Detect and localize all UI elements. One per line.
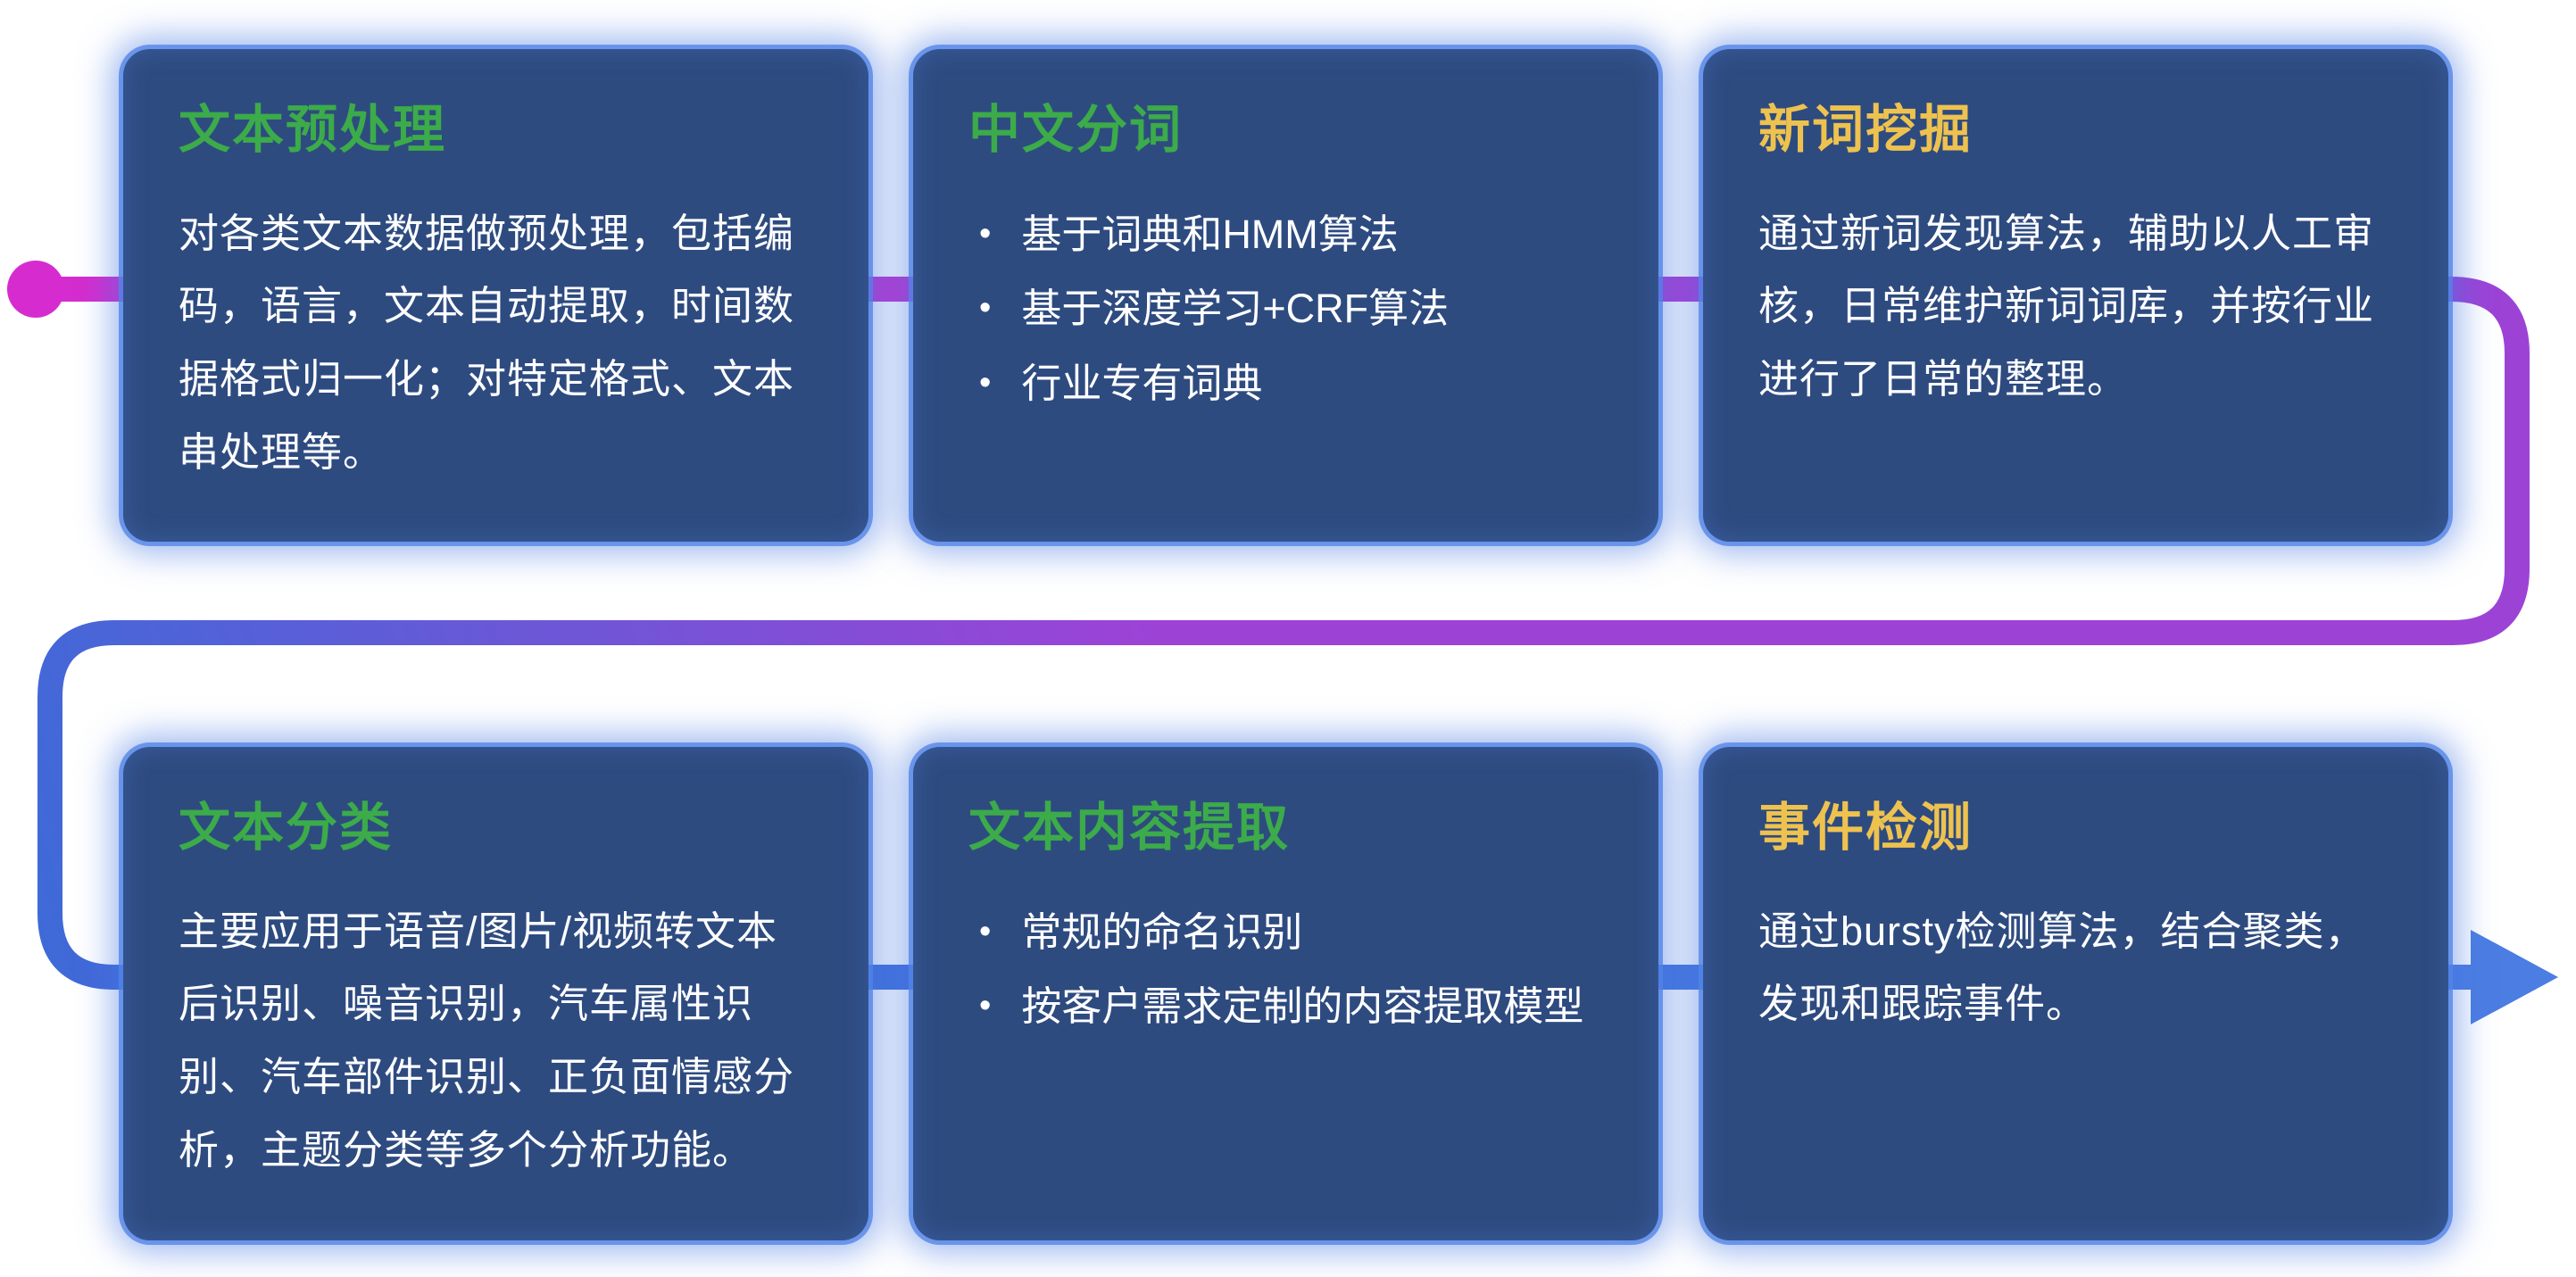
list-item: • 按客户需求定制的内容提取模型 <box>968 969 1603 1044</box>
card-title: 文本内容提取 <box>968 799 1291 857</box>
card-text-content-extraction: 文本内容提取 • 常规的命名识别 • 按客户需求定制的内容提取模型 <box>913 747 1658 1240</box>
card-text-preprocessing: 文本预处理 对各类文本数据做预处理，包括编码，语言，文本自动提取，时间数据格式归… <box>123 49 868 542</box>
card-title: 新词挖掘 <box>1758 101 1974 159</box>
list-item: • 基于词典和HMM算法 <box>968 197 1603 272</box>
card-paragraph: 主要应用于语音/图片/视频转文本后识别、噪音识别，汽车属性识别、汽车部件识别、正… <box>179 908 795 1173</box>
bullet-text: 基于词典和HMM算法 <box>1021 211 1399 257</box>
bullet-dot-icon: • <box>979 363 992 402</box>
bullet-dot-icon: • <box>979 987 992 1025</box>
list-item: • 常规的命名识别 <box>968 895 1603 970</box>
bullet-text: 常规的命名识别 <box>1021 908 1303 955</box>
card-new-word-mining: 新词挖掘 通过新词发现算法，辅助以人工审核，日常维护新词词库，并按行业进行了日常… <box>1703 49 2448 542</box>
bullet-dot-icon: • <box>979 912 992 950</box>
bullet-text: 按客户需求定制的内容提取模型 <box>1021 983 1584 1030</box>
list-item: • 基于深度学习+CRF算法 <box>968 271 1603 346</box>
card-title: 文本分类 <box>179 799 394 857</box>
card-title: 文本预处理 <box>179 101 447 159</box>
bullet-dot-icon: • <box>979 289 992 328</box>
flow-start-dot <box>7 261 64 318</box>
card-paragraph: 对各类文本数据做预处理，包括编码，语言，文本自动提取，时间数据格式归一化；对特定… <box>179 210 795 476</box>
card-event-detection: 事件检测 通过bursty检测算法，结合聚类，发现和跟踪事件。 <box>1703 747 2448 1240</box>
list-item: • 行业专有词典 <box>968 346 1603 421</box>
card-paragraph: 通过bursty检测算法，结合聚类，发现和跟踪事件。 <box>1758 908 2366 1027</box>
card-text-classification: 文本分类 主要应用于语音/图片/视频转文本后识别、噪音识别，汽车属性识别、汽车部… <box>123 747 868 1240</box>
card-paragraph: 通过新词发现算法，辅助以人工审核，日常维护新词词库，并按行业进行了日常的整理。 <box>1758 210 2375 402</box>
card-title: 中文分词 <box>968 101 1184 159</box>
bullet-text: 行业专有词典 <box>1021 360 1263 406</box>
bullet-text: 基于深度学习+CRF算法 <box>1021 286 1450 332</box>
flow-return-segment <box>37 277 2530 990</box>
card-title: 事件检测 <box>1758 799 1974 857</box>
bullet-dot-icon: • <box>979 214 992 253</box>
bullet-list: • 常规的命名识别 • 按客户需求定制的内容提取模型 <box>968 895 1603 1044</box>
card-chinese-word-segmentation: 中文分词 • 基于词典和HMM算法 • 基于深度学习+CRF算法 • 行业专有词… <box>913 49 1658 542</box>
flow-end-arrow-icon <box>2471 930 2558 1024</box>
bullet-list: • 基于词典和HMM算法 • 基于深度学习+CRF算法 • 行业专有词典 <box>968 197 1603 421</box>
